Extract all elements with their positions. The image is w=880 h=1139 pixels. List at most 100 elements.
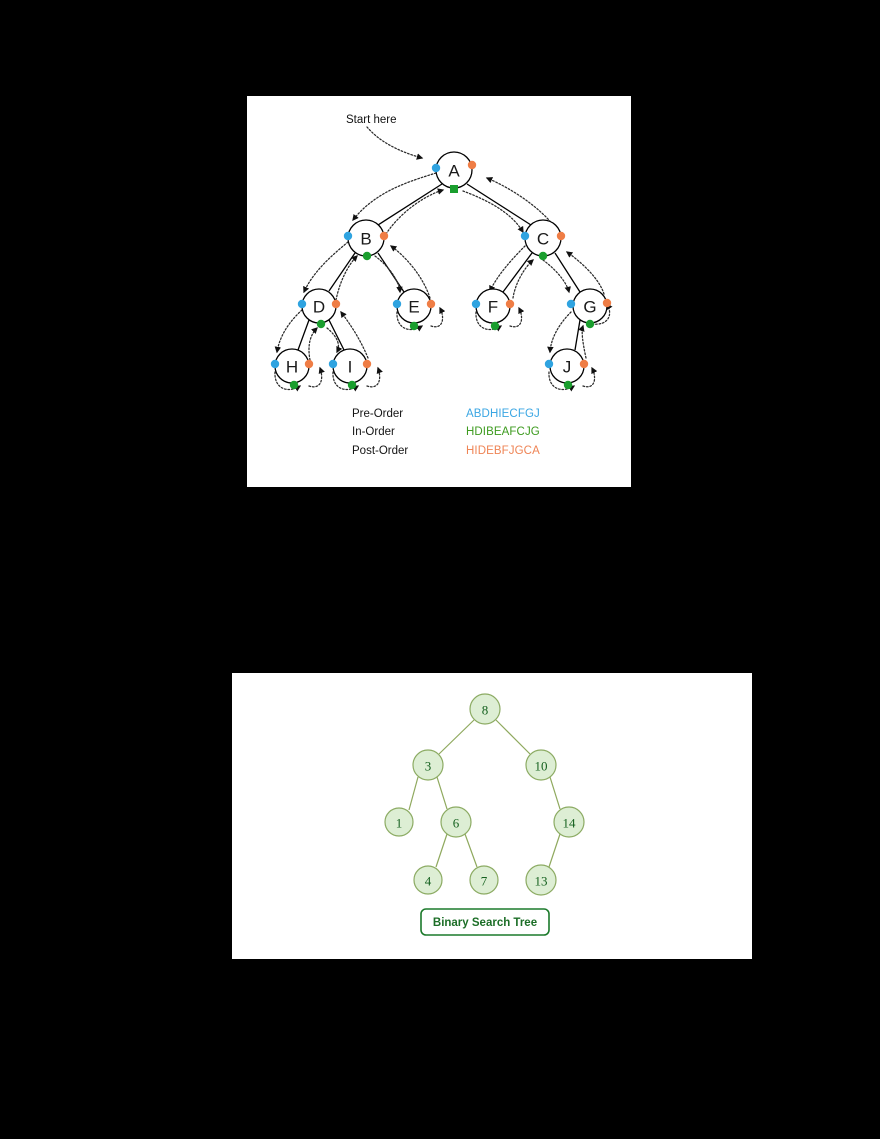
tree-node-f: F <box>471 288 515 331</box>
marker-post-order-a <box>467 160 477 170</box>
bst-node-10-label: 10 <box>535 759 548 774</box>
tree-traversal-canvas: A B C D <box>270 114 613 457</box>
tree-edge-d-i <box>328 319 345 351</box>
start-here-label: Start here <box>346 114 397 126</box>
tree-edge-c-f <box>502 252 533 293</box>
bst-node-8: 8 <box>469 693 501 725</box>
tree-traversal-figure: A B C D <box>247 96 631 487</box>
marker-post-order-d <box>331 299 341 309</box>
marker-in-order-h <box>289 380 299 390</box>
bst-node-13-label: 13 <box>535 874 548 889</box>
walk-g-right-to-c-right <box>565 251 605 295</box>
walk-d-bottom-to-i <box>326 327 343 354</box>
tree-edge-d-h <box>297 319 310 351</box>
walk-c-bottom-to-g <box>542 259 571 294</box>
marker-pre-order-i <box>328 359 338 369</box>
walk-g-bottom-to-g-right <box>591 302 613 325</box>
tree-node-e-label: E <box>408 298 419 317</box>
bst-node-1: 1 <box>384 807 414 837</box>
marker-pre-order-d <box>297 299 307 309</box>
tree-node-d-label: D <box>313 298 325 317</box>
tree-node-j-label: J <box>563 358 572 377</box>
bst-node-3-label: 3 <box>425 759 432 774</box>
marker-pre-order-f <box>471 299 481 309</box>
walk-j-right-to-g-bottom <box>578 324 587 359</box>
walk-e-right-to-b-right <box>389 245 431 299</box>
marker-pre-order-e <box>392 299 402 309</box>
tree-node-c: C <box>520 219 566 261</box>
traversal-legend: Pre-Order ABDHIECFGJ In-Order HDIBEAFCJG… <box>352 408 540 457</box>
walk-b-to-d <box>303 241 349 294</box>
bst-edges <box>408 719 561 868</box>
walk-a-bottom-to-c <box>462 190 524 234</box>
walk-h-right-to-d-bottom <box>308 327 318 361</box>
legend-sequence-in-order: HDIBEAFCJG <box>466 426 540 438</box>
marker-pre-order-h <box>270 359 280 369</box>
tree-edge-a-b <box>377 183 443 226</box>
walk-e-bottom-to-e-right <box>430 306 446 328</box>
tree-node-h: H <box>270 348 314 390</box>
marker-post-order-e <box>426 299 436 309</box>
tree-node-e: E <box>392 288 436 331</box>
marker-in-order-j <box>563 380 573 390</box>
tree-node-i: I <box>328 348 372 390</box>
marker-pre-order-b <box>343 231 353 241</box>
marker-pre-order-a <box>431 163 441 173</box>
marker-post-order-i <box>362 359 372 369</box>
marker-post-order-j <box>579 359 589 369</box>
marker-in-order-e <box>409 321 419 331</box>
bst-caption-text: Binary Search Tree <box>433 917 537 929</box>
tree-node-j: J <box>544 348 589 390</box>
walk-e-left-to-e-bottom <box>396 311 424 332</box>
walk-g-to-j <box>547 311 572 354</box>
legend-sequence-pre-order: ABDHIECFGJ <box>466 408 540 420</box>
walk-c-to-f <box>489 245 526 293</box>
bst-node-4-label: 4 <box>425 874 432 889</box>
marker-in-order-i <box>347 380 357 390</box>
tree-edge-c-g <box>554 252 581 293</box>
bst-edge-10-14 <box>549 776 561 810</box>
tree-edge-g-j <box>574 319 581 351</box>
tree-node-b: B <box>343 219 389 261</box>
bst-edge-3-6 <box>436 776 448 810</box>
marker-pre-order-j <box>544 359 554 369</box>
marker-post-order-g <box>602 298 612 308</box>
tree-node-h-label: H <box>286 358 298 377</box>
bst-edge-8-3 <box>438 719 475 755</box>
bst-node-1-label: 1 <box>396 816 403 831</box>
walk-f-bottom-to-f-right <box>509 306 525 328</box>
bst-node-14: 14 <box>553 806 585 838</box>
marker-post-order-f <box>505 299 515 309</box>
tree-edge-a-c <box>466 183 532 226</box>
walk-b-right-to-a-bottom <box>385 188 445 235</box>
marker-in-order-c <box>538 251 548 261</box>
marker-post-order-b <box>379 231 389 241</box>
marker-in-order-a <box>450 185 458 193</box>
bst-node-3: 3 <box>412 749 444 781</box>
bst-edge-6-7 <box>464 833 478 868</box>
marker-post-order-c <box>556 231 566 241</box>
walk-f-right-to-c-bottom <box>512 259 534 299</box>
bst-edge-3-1 <box>408 776 419 811</box>
marker-in-order-g <box>585 319 595 329</box>
start-here-arrow <box>366 126 424 160</box>
tree-node-a: A <box>431 151 477 193</box>
tree-node-g: G <box>566 288 612 329</box>
binary-search-tree-canvas: 8 3 10 1 6 14 <box>384 693 585 936</box>
legend-label-pre-order: Pre-Order <box>352 408 403 420</box>
bst-node-13: 13 <box>525 864 557 896</box>
walk-i-bottom-to-i-right <box>366 366 383 388</box>
bst-node-10: 10 <box>525 749 557 781</box>
tree-node-c-label: C <box>537 230 549 249</box>
walk-d-right-to-b-bottom <box>335 255 358 301</box>
walk-a-to-b <box>352 172 437 222</box>
bst-edge-8-10 <box>495 719 531 755</box>
bst-edge-14-13 <box>548 833 561 868</box>
marker-pre-order-g <box>566 299 576 309</box>
tree-node-f-label: F <box>488 298 498 317</box>
tree-node-g-label: G <box>583 298 596 317</box>
bst-node-8-label: 8 <box>482 703 489 718</box>
bst-nodes: 8 3 10 1 6 14 <box>384 693 585 896</box>
bst-edge-6-4 <box>435 833 448 868</box>
marker-in-order-d <box>316 319 326 329</box>
